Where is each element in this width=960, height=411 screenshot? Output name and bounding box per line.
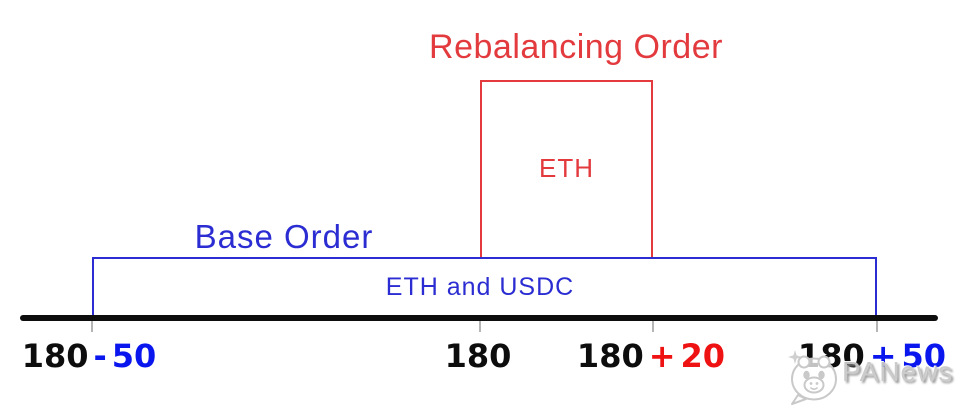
price-base: 180 [576,337,644,375]
panews-logo-icon [788,350,837,405]
panews-watermark-text: PANews [842,356,954,387]
rebalancing-box-label: ETH [539,153,594,183]
price-operator: + [648,337,676,375]
base-order-title: Base Order [194,218,374,255]
panews-watermark: PANews [784,344,952,406]
price-axis [20,315,938,321]
axis-label-rebalancing-bound: 180+20 [576,337,726,375]
rebalancing-order-title: Rebalancing Order [429,28,723,66]
axis-label-lower-bound: 180-50 [21,337,157,375]
price-base: 180 [21,337,89,375]
axis-tick [652,320,654,332]
axis-label-current-price: 180 [444,337,512,375]
price-delta: 20 [680,337,726,375]
base-box-label: ETH and USDC [385,273,575,301]
rebalancing-order-box: ETH [480,80,653,257]
axis-tick [479,320,481,332]
base-order-box [92,257,877,318]
price-delta: 50 [901,337,947,375]
price-operator: + [869,337,897,375]
axis-label-upper-bound: 180+50 [798,337,947,375]
axis-tick [91,320,93,332]
price-delta: 50 [111,337,157,375]
price-base: 180 [444,337,512,375]
axis-tick [876,320,878,332]
price-operator: - [93,337,107,375]
